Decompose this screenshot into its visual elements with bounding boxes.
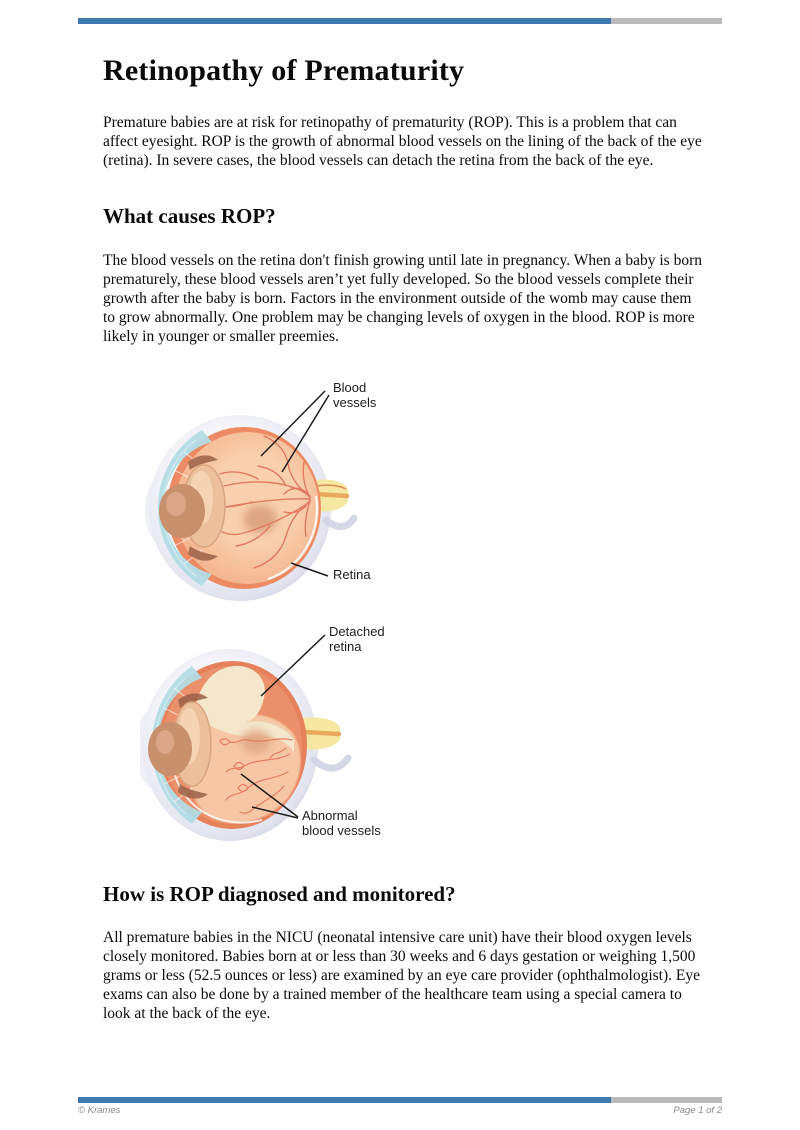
abnormal-vessels-label: Abnormal blood vessels	[302, 808, 381, 838]
retina-label: Retina	[333, 567, 371, 582]
copyright-text: © Krames	[78, 1105, 121, 1116]
normal-eye-illustration	[144, 390, 358, 601]
abnormal-vessels	[219, 738, 293, 814]
page-number: Page 1 of 2	[673, 1105, 722, 1116]
section-heading-diagnosis: How is ROP diagnosed and monitored?	[103, 882, 456, 906]
rop-eye-figure: Detached retina Abnormal blood vessels	[140, 620, 500, 855]
page-title: Retinopathy of Prematurity	[103, 54, 465, 87]
retinal-vessels	[211, 435, 311, 569]
header-rule-accent	[78, 18, 611, 24]
leader-lines	[260, 390, 330, 577]
page-footer: © Krames Page 1 of 2	[78, 1105, 722, 1116]
footer-rule-accent	[78, 1097, 611, 1103]
footer-rule	[78, 1097, 722, 1103]
blood-vessels-label: Blood vessels	[333, 380, 377, 410]
leader-lines	[240, 634, 326, 819]
detached-retina-label: Detached retina	[329, 624, 385, 654]
diagnosis-paragraph: All premature babies in the NICU (neonat…	[103, 929, 700, 1022]
causes-paragraph: The blood vessels on the retina don't fi…	[103, 252, 702, 345]
section-heading-causes: What causes ROP?	[103, 204, 276, 228]
normal-eye-figure: Blood vessels Retina	[140, 378, 500, 615]
header-rule	[78, 18, 722, 24]
rop-eye-illustration	[140, 634, 352, 841]
intro-paragraph: Premature babies are at risk for retinop…	[103, 114, 702, 169]
